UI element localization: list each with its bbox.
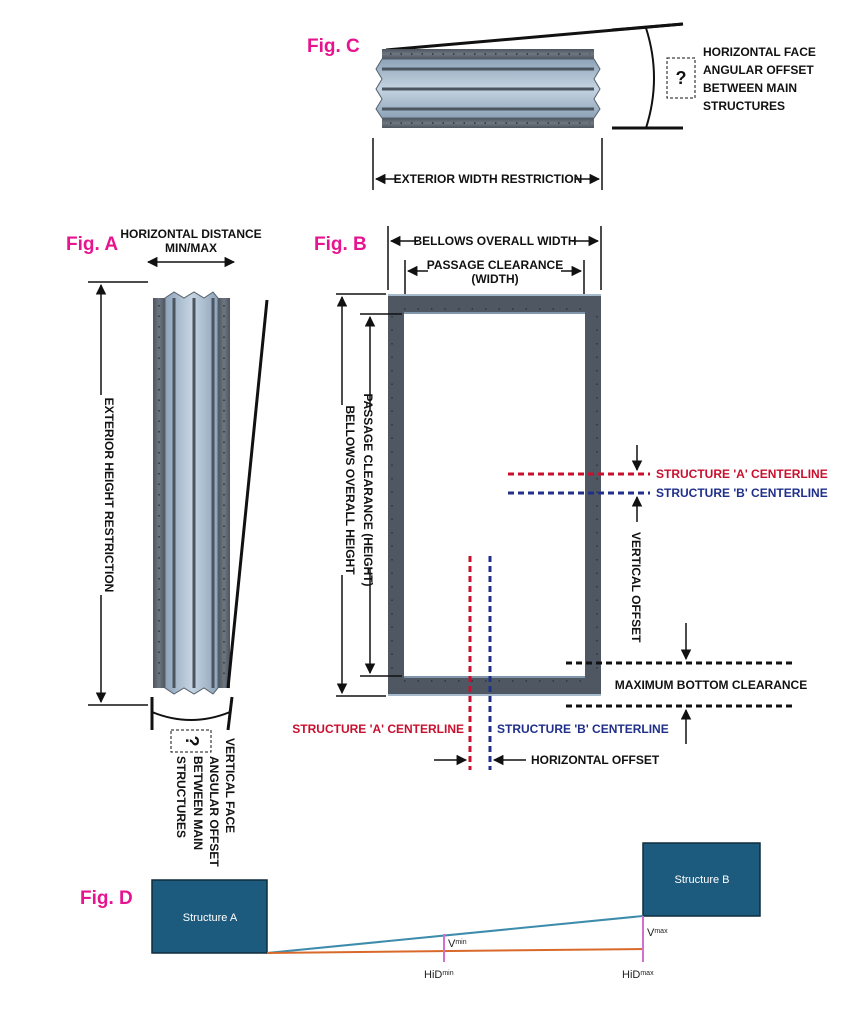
- fig-a-slanted-face: [226, 299, 269, 689]
- fig-d-hid-max: HiDmax: [622, 969, 654, 981]
- fig-d-structure-b-box: [642, 842, 761, 917]
- fig-d-structure-a-box: [151, 879, 268, 954]
- fig-a-angle-arc: [151, 711, 231, 721]
- fig-c-angle-text-3: BETWEEN MAIN: [703, 81, 797, 95]
- fig-a-horizontal-distance-1: HORIZONTAL DISTANCE: [120, 227, 261, 241]
- fig-a-angle-text-1: VERTICAL FACE: [223, 738, 237, 833]
- fig-a-horizontal-distance-2: MIN/MAX: [165, 241, 217, 255]
- fig-d-v-min: Vmin: [448, 938, 467, 950]
- fig-b-structure-b-centerline-label: STRUCTURE 'B' CENTERLINE: [656, 486, 828, 500]
- fig-c-question-box: [666, 57, 696, 99]
- fig-b-structure-a-centerline-label: STRUCTURE 'A' CENTERLINE: [656, 467, 828, 481]
- fig-d-structure-b-label: Structure B: [674, 874, 729, 886]
- fig-b-bottom-structure-a-label: STRUCTURE 'A' CENTERLINE: [292, 722, 464, 736]
- fig-b-passage-width-label-2: (WIDTH): [471, 272, 518, 286]
- fig-d-hid-min: HiDmin: [424, 969, 454, 981]
- fig-b-overall-width-label: BELLOWS OVERALL WIDTH: [413, 234, 576, 248]
- fig-a-question-box: [170, 729, 212, 753]
- fig-c-width-label: EXTERIOR WIDTH RESTRICTION: [394, 172, 583, 186]
- fig-c: Fig. C ? HORIZONTAL FACE ANGULAR OFFSET …: [307, 22, 816, 190]
- fig-c-angle-arc: [645, 27, 655, 129]
- fig-b-horizontal-offset-label: HORIZONTAL OFFSET: [531, 753, 660, 767]
- fig-b-bottom-structure-b-label: STRUCTURE 'B' CENTERLINE: [497, 722, 669, 736]
- fig-b-passage-height-label: PASSAGE CLEARANCE (HEIGHT): [361, 393, 375, 586]
- fig-a-label: Fig. A: [66, 234, 118, 255]
- fig-a-question-mark: ?: [182, 736, 202, 747]
- fig-c-angle-text-2: ANGULAR OFFSET: [703, 63, 814, 77]
- fig-a-angle-text-3: BETWEEN MAIN: [191, 756, 205, 850]
- fig-c-question-mark: ?: [676, 68, 687, 88]
- fig-d-v-max: Vmax: [647, 927, 668, 939]
- fig-b-bellows-frame: [388, 294, 601, 696]
- fig-b: Fig. B BELLOWS OVERALL WIDTH PASSAGE CLE…: [292, 226, 828, 770]
- fig-d-structure-a-label: Structure A: [183, 912, 238, 924]
- fig-b-vertical-offset-label: VERTICAL OFFSET: [629, 532, 643, 643]
- fig-b-label: Fig. B: [314, 234, 367, 255]
- fig-a-bracket-right: [226, 696, 234, 731]
- fig-a: Fig. A HORIZONTAL DISTANCE MIN/MAX EXTER…: [66, 227, 269, 867]
- fig-c-bellows: [375, 49, 601, 128]
- fig-b-max-bottom-clearance-label: MAXIMUM BOTTOM CLEARANCE: [615, 678, 807, 692]
- fig-c-bracket-top: [611, 22, 684, 32]
- fig-a-bellows: [153, 291, 230, 695]
- fig-c-angle-text-1: HORIZONTAL FACE: [703, 45, 816, 59]
- fig-c-angle-text-4: STRUCTURES: [703, 99, 785, 113]
- fig-d-label: Fig. D: [80, 888, 133, 909]
- fig-d: Fig. D Structure A Structure B Vmin Vmax…: [80, 842, 761, 981]
- fig-b-passage-width-label-1: PASSAGE CLEARANCE: [427, 258, 563, 272]
- fig-a-angle-text-4: STRUCTURES: [174, 756, 188, 838]
- fig-a-angle-text-2: ANGULAR OFFSET: [207, 756, 221, 867]
- fig-d-teal-line: [266, 915, 644, 954]
- fig-b-overall-height-label: BELLOWS OVERALL HEIGHT: [343, 405, 357, 575]
- fig-d-orange-line: [266, 948, 644, 954]
- fig-a-height-label: EXTERIOR HEIGHT RESTRICTION: [102, 398, 116, 593]
- fig-c-label: Fig. C: [307, 36, 360, 57]
